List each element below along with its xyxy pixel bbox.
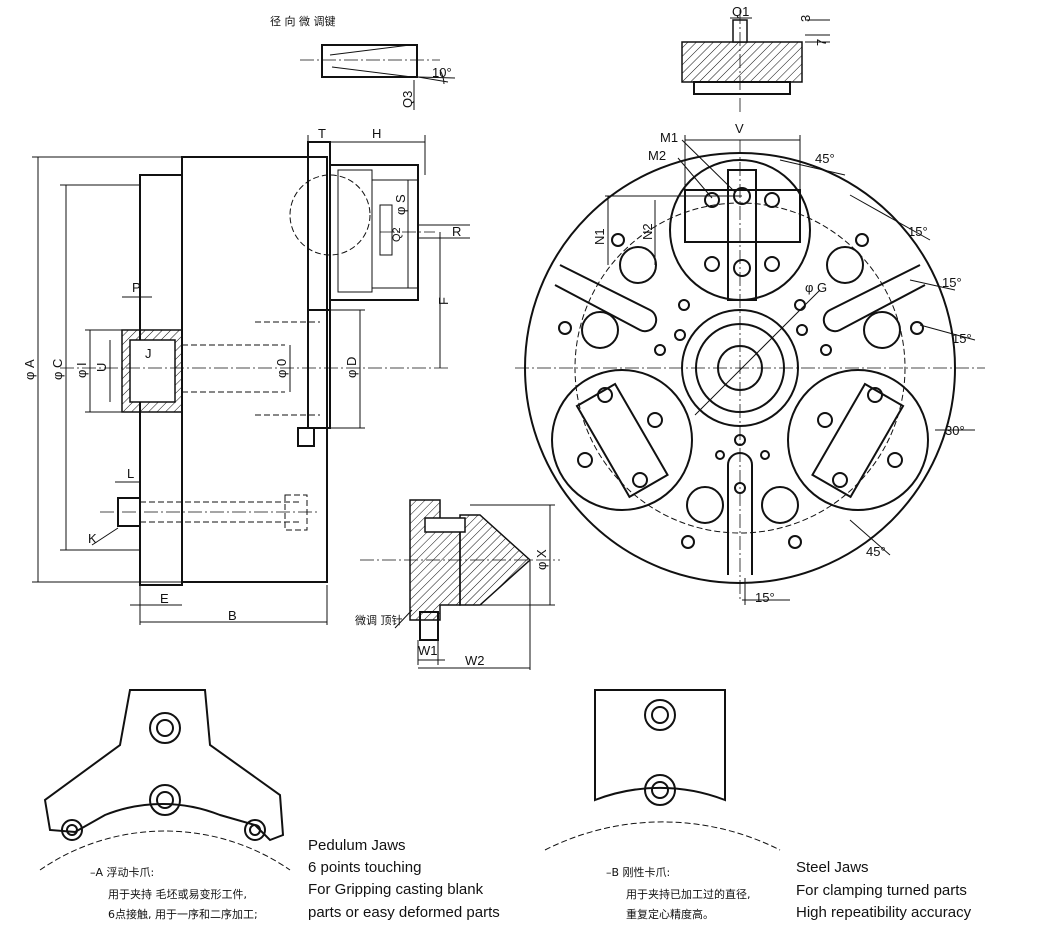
dim-o: φ 0 bbox=[274, 359, 289, 378]
dim-m2: M2 bbox=[648, 148, 666, 163]
jaw-b-en-line1: Steel Jaws bbox=[796, 859, 869, 876]
key-detail-title: 径 向 微 调键 bbox=[270, 14, 336, 28]
dim-d: φ D bbox=[344, 357, 359, 378]
center-point-detail: φ X W1 W2 微调 顶针 bbox=[355, 499, 560, 670]
jaw-b-cn-line2: 重复定心精度高。 bbox=[626, 907, 714, 921]
dim-k: K bbox=[88, 531, 97, 546]
angle-15-2: 15° bbox=[942, 275, 962, 290]
dim-f: F bbox=[436, 297, 451, 305]
q1-label: Q1 bbox=[732, 4, 749, 19]
dim-x: φ X bbox=[534, 549, 549, 570]
dim-b: B bbox=[228, 608, 237, 623]
dim-u: U bbox=[94, 363, 109, 372]
dim-w2: W2 bbox=[465, 653, 485, 668]
radial-adjust-key-detail: 径 向 微 调键 10° Q3 bbox=[270, 14, 456, 110]
dim-3-label: 3 bbox=[798, 15, 813, 22]
dim-s: φ S bbox=[393, 194, 408, 215]
chuck-face-view: V M1 M2 N1 N2 φ G 45° 15° 15° 15° 30° 45… bbox=[515, 121, 985, 605]
dim-r: R bbox=[452, 224, 461, 239]
dim-v: V bbox=[735, 121, 744, 136]
dim-h: H bbox=[372, 126, 381, 141]
dim-t: T bbox=[318, 126, 326, 141]
dim-n1: N1 bbox=[592, 228, 607, 245]
key-angle-label: 10° bbox=[432, 65, 452, 80]
dim-m1: M1 bbox=[660, 130, 678, 145]
dim-c: φ C bbox=[50, 359, 65, 380]
dim-n2: N2 bbox=[640, 223, 655, 240]
jaw-a-cn-line1: 用于夹持 毛坯或易变形工件, bbox=[108, 887, 247, 901]
dim-7-label: 7 bbox=[814, 39, 829, 46]
angle-15-1: 15° bbox=[908, 224, 928, 239]
dim-p: P bbox=[132, 280, 141, 295]
jaw-a-cn-line2: 6点接触, 用于一序和二序加工; bbox=[108, 907, 258, 921]
jaw-a-en-line1: Pedulum Jaws bbox=[308, 837, 406, 854]
jaw-a-en-line3: For Gripping casting blank bbox=[308, 881, 484, 898]
dim-w1: W1 bbox=[418, 643, 438, 658]
jaw-b-en-line2: For clamping turned parts bbox=[796, 882, 967, 899]
jaw-a-en-line2: 6 points touching bbox=[308, 859, 421, 876]
angle-15-3: 15° bbox=[952, 331, 972, 346]
dim-g: φ G bbox=[805, 280, 827, 295]
dim-j: J bbox=[145, 346, 152, 361]
steel-jaw-b: –B 刚性卡爪: 用于夹持已加工过的直径, 重复定心精度高。 Steel Jaw… bbox=[544, 689, 972, 921]
angle-45-top: 45° bbox=[815, 151, 835, 166]
dim-l: L bbox=[127, 466, 134, 481]
adjust-center-note: 微调 顶针 bbox=[355, 613, 403, 627]
pendulum-jaw-a: –A 浮动卡爪: 用于夹持 毛坯或易变形工件, 6点接触, 用于一序和二序加工;… bbox=[39, 689, 500, 921]
jaw-b-cn-title: –B 刚性卡爪: bbox=[606, 865, 670, 879]
jaw-b-en-line3: High repeatibility accuracy bbox=[796, 904, 972, 921]
dim-e: E bbox=[160, 591, 169, 606]
angle-45-bottom: 45° bbox=[866, 544, 886, 559]
dim-q2: Q2 bbox=[391, 227, 403, 242]
dim-a: φ A bbox=[22, 359, 37, 380]
angle-30: 30° bbox=[945, 423, 965, 438]
jaw-a-en-line4: parts or easy deformed parts bbox=[308, 904, 500, 921]
angle-15-bottom: 15° bbox=[755, 590, 775, 605]
chuck-side-view: T H φ S Q2 R F φ A φ C φ I U J φ 0 φ D P… bbox=[22, 126, 470, 625]
jaw-b-cn-line1: 用于夹持已加工过的直径, bbox=[626, 887, 751, 901]
jaw-a-cn-title: –A 浮动卡爪: bbox=[90, 866, 154, 879]
dim-i: φ I bbox=[74, 362, 89, 378]
q3-label: Q3 bbox=[400, 91, 415, 108]
top-slot-detail: Q1 3 7 bbox=[681, 4, 830, 115]
